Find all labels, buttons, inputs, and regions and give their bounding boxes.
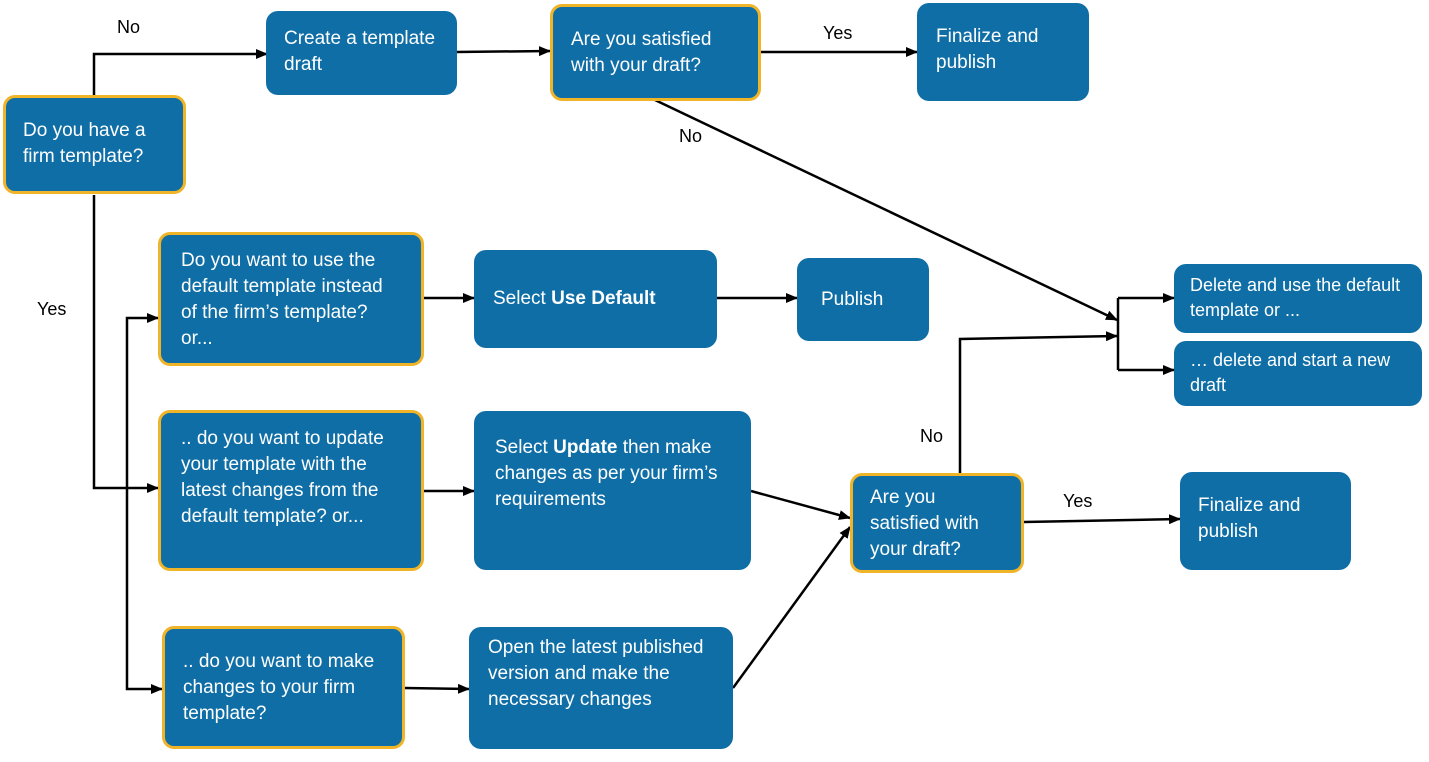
node-update-question-text: .. do you want to update your template w… [181, 428, 384, 527]
arrow-update-to-satisfied [750, 489, 851, 520]
trunk-yes [92, 195, 159, 493]
select-update-prefix: Select [495, 437, 554, 458]
label-no-top: No [117, 17, 141, 37]
node-satisfied-bottom: Are you satisfied with your draft? [850, 473, 1024, 573]
arrow-no-to-create-draft [92, 49, 268, 95]
label-no-right: No [920, 426, 944, 446]
node-finalize-top-text: Finalize and publish [936, 26, 1039, 73]
node-create-template-draft-text: Create a template draft [284, 28, 436, 75]
node-delete-new-draft-text: … delete and start a new draft [1190, 350, 1391, 395]
node-select-update-text: Select Update then make changes as per y… [495, 435, 730, 513]
node-finalize-top: Finalize and publish [917, 3, 1089, 101]
label-yes-left: Yes [37, 299, 67, 319]
bracket-to-delete-use-default [1116, 298, 1174, 370]
select-update-bold: Update [553, 437, 618, 458]
label-yes-top: Yes [823, 23, 853, 43]
node-finalize-bottom-text: Finalize and publish [1198, 495, 1301, 542]
node-have-firm-template: Do you have a firm template? [3, 95, 186, 194]
arrow-to-open-latest [404, 683, 470, 694]
node-satisfied-top: Are you satisfied with your draft? [550, 4, 761, 101]
select-use-default-bold: Use Default [551, 288, 656, 309]
node-select-update: Select Update then make changes as per y… [474, 411, 751, 570]
node-select-use-default-text: Select Use Default [493, 286, 656, 312]
branch-to-use-default [125, 313, 159, 488]
label-no-middle: No [679, 126, 703, 146]
node-delete-new-draft: … delete and start a new draft [1174, 341, 1422, 406]
node-create-template-draft: Create a template draft [266, 11, 457, 95]
select-use-default-prefix: Select [493, 288, 552, 309]
node-use-default-question: Do you want to use the default template … [158, 232, 424, 366]
node-open-latest: Open the latest published version and ma… [469, 627, 733, 749]
node-make-changes-question-text: .. do you want to make changes to your f… [183, 651, 375, 724]
node-finalize-bottom: Finalize and publish [1180, 472, 1351, 570]
node-update-question: .. do you want to update your template w… [158, 410, 424, 571]
node-satisfied-bottom-text: Are you satisfied with your draft? [870, 487, 979, 560]
label-yes-bottom: Yes [1063, 491, 1093, 511]
node-have-firm-template-text: Do you have a firm template? [23, 120, 146, 167]
select-update-suffix: then make changes as per your firm’s req… [495, 437, 718, 510]
node-publish: Publish [797, 258, 929, 341]
arrow-no-to-delete-options [654, 98, 1118, 322]
arrow-open-to-satisfied [731, 526, 852, 689]
node-make-changes-question: .. do you want to make changes to your f… [162, 626, 405, 749]
arrow-yes-to-finalize-bottom [1023, 514, 1181, 525]
arrow-create-to-satisfied [455, 46, 551, 57]
node-use-default-question-text: Do you want to use the default template … [181, 250, 383, 349]
node-publish-text: Publish [821, 288, 884, 310]
node-delete-use-default: Delete and use the default template or .… [1174, 264, 1422, 333]
arrow-no-up-to-delete [958, 331, 1118, 473]
node-open-latest-text: Open the latest published version and ma… [488, 637, 704, 710]
branch-to-make-changes [125, 488, 163, 694]
node-satisfied-top-text: Are you satisfied with your draft? [571, 29, 712, 76]
node-select-use-default: Select Use Default [474, 250, 717, 348]
node-delete-use-default-text: Delete and use the default template or .… [1190, 275, 1401, 320]
